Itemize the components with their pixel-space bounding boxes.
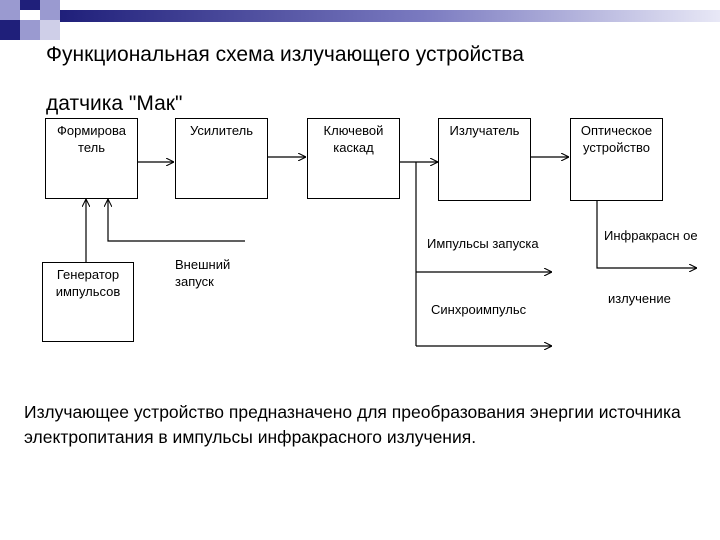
header-decoration xyxy=(0,0,720,40)
description-text: Излучающее устройство предназначено для … xyxy=(24,402,681,447)
block-optical: Оптическое устройство xyxy=(570,118,663,201)
label-external-trigger: Внешний запуск xyxy=(175,257,231,289)
label-sync-pulse: Синхроимпульс xyxy=(431,302,527,317)
block-amplifier: Усилитель xyxy=(175,118,268,199)
block-generator: Генератор импульсов xyxy=(42,262,134,342)
wire-infrared-out xyxy=(596,201,697,268)
block-former-label: Формирова тель xyxy=(57,123,126,155)
block-key-stage-label: Ключевой каскад xyxy=(323,123,384,155)
block-amplifier-label: Усилитель xyxy=(190,123,253,138)
block-optical-label: Оптическое устройство xyxy=(580,123,653,155)
block-generator-label: Генератор импульсов xyxy=(55,267,121,299)
page-title-line-1: Функциональная схема излучающего устройс… xyxy=(46,43,524,66)
block-key-stage: Ключевой каскад xyxy=(307,118,400,199)
label-infrared-line-1: Инфракрасн ое xyxy=(604,228,698,243)
block-former: Формирова тель xyxy=(45,118,138,199)
wire-external-trigger xyxy=(108,199,245,242)
label-trigger-pulses: Импульсы запуска xyxy=(427,236,539,251)
block-emitter: Излучатель xyxy=(438,118,531,201)
label-infrared-line-2: излучение xyxy=(608,291,671,306)
block-emitter-label: Излучатель xyxy=(449,123,520,138)
page-title-line-2: датчика "Мак" xyxy=(46,92,183,115)
